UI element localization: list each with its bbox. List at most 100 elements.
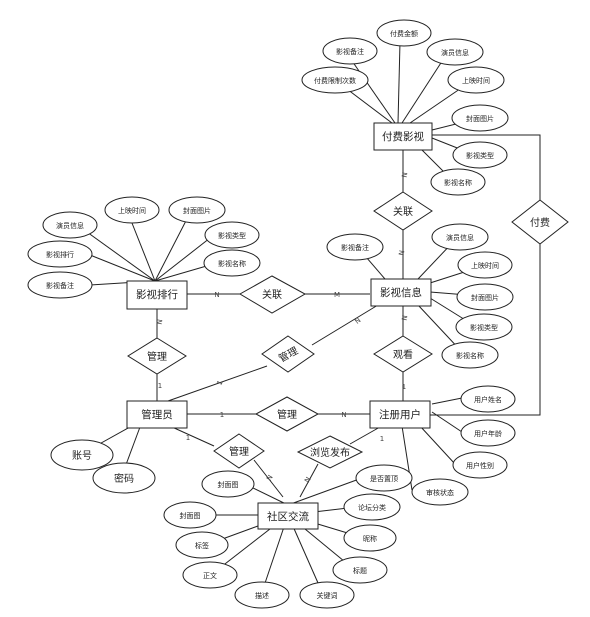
svg-text:浏览发布: 浏览发布 — [310, 446, 350, 459]
svg-text:封面图: 封面图 — [180, 511, 201, 520]
attr-paid-amount: 付费金额 — [376, 19, 432, 47]
attr-paid-film-name: 影视名称 — [430, 168, 486, 196]
rel-pay: 付费 — [511, 199, 569, 245]
attr-comm-description: 描述 — [234, 581, 290, 609]
entity-paid-film: 付费影视 — [373, 122, 433, 151]
attr-comm-cover-2: 封面图 — [163, 501, 217, 529]
svg-text:影视排行: 影视排行 — [46, 250, 74, 259]
svg-text:账号: 账号 — [72, 450, 92, 462]
svg-text:N: N — [353, 316, 362, 326]
svg-text:影视备注: 影视备注 — [341, 243, 369, 252]
svg-text:影视备注: 影视备注 — [46, 281, 74, 290]
attr-user-review-status: 审核状态 — [411, 478, 469, 506]
svg-text:密码: 密码 — [114, 472, 134, 485]
svg-text:管理: 管理 — [147, 350, 167, 363]
svg-text:昵称: 昵称 — [363, 534, 377, 543]
entity-film-info: 影视信息 — [370, 278, 432, 307]
svg-text:N: N — [303, 476, 313, 485]
svg-text:N: N — [401, 172, 410, 179]
attr-rank-remark: 影视备注 — [27, 271, 93, 299]
svg-text:付费金额: 付费金额 — [390, 29, 418, 38]
attr-rank-cover: 封面图片 — [168, 196, 226, 224]
svg-text:付费: 付费 — [530, 216, 550, 229]
entity-label: 影视排行 — [136, 288, 178, 301]
entity-community: 社区交流 — [257, 502, 319, 530]
svg-text:演员信息: 演员信息 — [56, 221, 84, 230]
attr-user-name: 用户姓名 — [460, 385, 516, 413]
svg-text:1: 1 — [220, 411, 224, 419]
attr-comm-pinned: 是否置顶 — [355, 464, 413, 492]
svg-text:付费限制次数: 付费限制次数 — [314, 76, 356, 85]
entity-label: 社区交流 — [267, 510, 309, 523]
entity-admin: 管理员 — [126, 400, 188, 429]
attr-comm-nickname: 昵称 — [343, 524, 397, 552]
svg-text:审核状态: 审核状态 — [426, 488, 454, 497]
attr-info-cover: 封面图片 — [456, 283, 514, 311]
attr-paid-film-cover: 封面图片 — [451, 104, 509, 132]
svg-text:正文: 正文 — [203, 571, 217, 580]
svg-text:影视类型: 影视类型 — [218, 231, 246, 240]
svg-text:是否置顶: 是否置顶 — [370, 475, 398, 483]
svg-text:N: N — [156, 319, 165, 326]
svg-text:用户年龄: 用户年龄 — [474, 429, 502, 438]
attr-info-type: 影视类型 — [455, 313, 513, 341]
svg-text:影视名称: 影视名称 — [218, 259, 246, 268]
svg-text:用户姓名: 用户姓名 — [474, 395, 502, 404]
svg-text:上映时间: 上映时间 — [462, 76, 490, 85]
svg-text:N: N — [398, 250, 407, 257]
svg-text:1: 1 — [158, 382, 162, 390]
attr-paid-film-remark: 影视备注 — [322, 37, 378, 65]
entity-label: 管理员 — [141, 408, 173, 421]
svg-text:管理: 管理 — [229, 445, 249, 458]
svg-text:封面图片: 封面图片 — [183, 206, 211, 215]
attr-paid-film-type: 影视类型 — [452, 141, 508, 169]
attr-comm-category: 论坛分类 — [343, 493, 401, 521]
entity-label: 付费影视 — [382, 130, 424, 143]
svg-text:标签: 标签 — [195, 541, 209, 550]
svg-text:关联: 关联 — [262, 288, 282, 301]
attr-comm-body: 正文 — [182, 561, 238, 589]
svg-text:1: 1 — [186, 434, 190, 442]
svg-text:影视备注: 影视备注 — [336, 47, 364, 56]
svg-text:描述: 描述 — [255, 591, 269, 600]
svg-text:影视类型: 影视类型 — [470, 323, 498, 332]
svg-text:封面图片: 封面图片 — [471, 293, 499, 302]
rel-relate-mid: 关联 — [239, 275, 307, 314]
attr-user-age: 用户年龄 — [460, 419, 516, 447]
attr-paid-film-release: 上映时间 — [447, 66, 505, 94]
svg-text:N: N — [341, 411, 346, 419]
entity-label: 注册用户 — [379, 408, 421, 421]
cardinality-labels: N N N M N 1 1 N N 1 1 N 1 N 1 N — [156, 172, 410, 485]
svg-text:演员信息: 演员信息 — [446, 233, 474, 242]
svg-text:标题: 标题 — [353, 566, 367, 575]
rel-manage-info: 管理 — [261, 335, 315, 373]
svg-text:管理: 管理 — [277, 408, 297, 421]
svg-text:关联: 关联 — [393, 205, 413, 218]
svg-text:关键词: 关键词 — [317, 591, 338, 600]
attr-rank-name: 影视名称 — [203, 249, 261, 277]
svg-text:封面图: 封面图 — [218, 480, 239, 489]
attr-info-actors: 演员信息 — [431, 223, 489, 251]
rel-relate-top: 关联 — [373, 191, 433, 231]
attr-user-gender: 用户性别 — [452, 451, 508, 479]
rel-browse-post: 浏览发布 — [296, 435, 364, 469]
attr-rank-ranking: 影视排行 — [27, 240, 93, 268]
svg-text:封面图片: 封面图片 — [466, 114, 494, 123]
rel-manage-comm: 管理 — [213, 433, 265, 469]
svg-text:观看: 观看 — [393, 348, 413, 361]
svg-text:N: N — [214, 291, 219, 299]
rel-manage-rank: 管理 — [127, 337, 187, 375]
svg-text:演员信息: 演员信息 — [441, 48, 469, 57]
attr-info-release: 上映时间 — [457, 251, 513, 279]
svg-text:影视名称: 影视名称 — [456, 351, 484, 360]
svg-text:1: 1 — [402, 383, 406, 391]
svg-text:上映时间: 上映时间 — [471, 261, 499, 270]
attr-comm-tag: 标签 — [175, 531, 229, 559]
svg-text:N: N — [401, 315, 410, 322]
rel-manage-user: 管理 — [254, 396, 320, 432]
attr-comm-keywords: 关键词 — [299, 581, 355, 609]
svg-text:1: 1 — [215, 379, 224, 387]
svg-text:用户性别: 用户性别 — [466, 461, 494, 470]
svg-text:1: 1 — [380, 435, 384, 443]
